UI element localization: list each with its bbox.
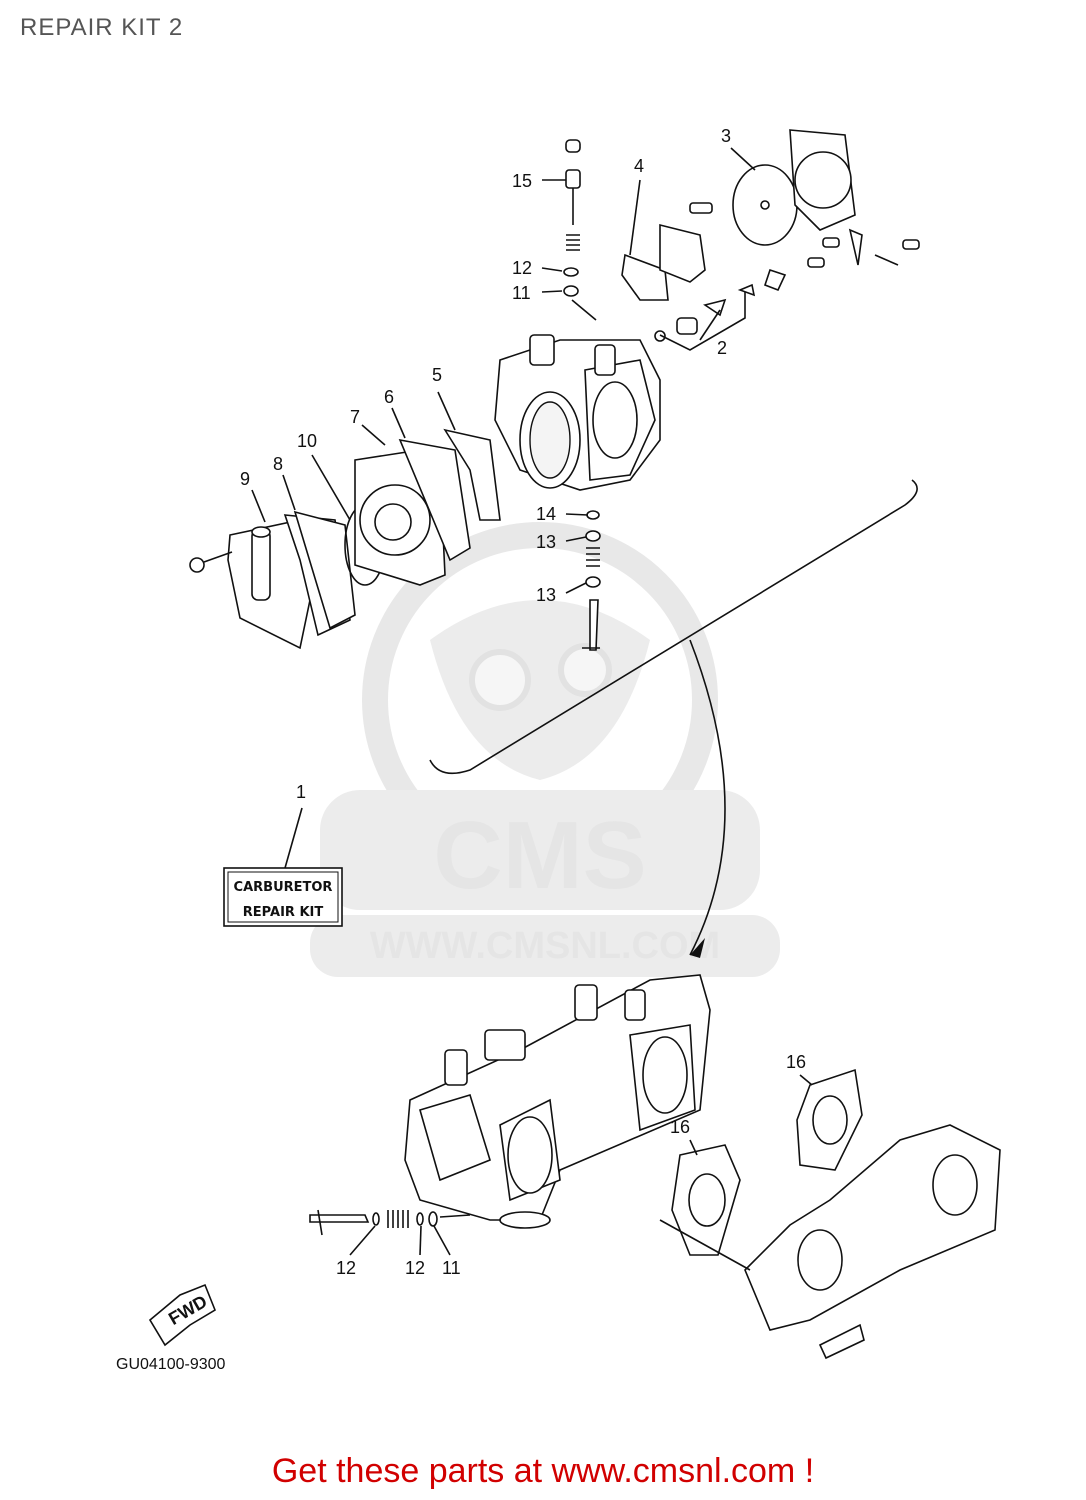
callout-12-lower-right: 12 bbox=[405, 1258, 425, 1278]
callout-10: 10 bbox=[297, 431, 317, 451]
carburetor-assembly bbox=[148, 974, 1001, 1360]
callout-11-lower: 11 bbox=[442, 1258, 461, 1278]
callout-13-lower: 13 bbox=[536, 585, 556, 605]
repair-kit-label: CARBURETOR REPAIR KIT bbox=[223, 867, 343, 927]
callout-13-upper: 13 bbox=[536, 532, 556, 552]
callout-16-right: 16 bbox=[786, 1052, 806, 1072]
callout-15: 15 bbox=[512, 171, 532, 191]
parts-diagram: CMS WWW.CMSNL.COM bbox=[148, 126, 1001, 1360]
footer-promo[interactable]: Get these parts at www.cmsnl.com ! bbox=[271, 1452, 815, 1490]
exploded-carburetor bbox=[189, 129, 920, 958]
callout-7: 7 bbox=[350, 407, 360, 427]
callout-9: 9 bbox=[240, 469, 250, 489]
callout-12-lower-left: 12 bbox=[336, 1258, 356, 1278]
diagram-code: GU04100-9300 bbox=[116, 1356, 226, 1373]
callout-11-top: 11 bbox=[512, 283, 531, 303]
callout-1: 1 bbox=[296, 782, 306, 802]
callout-14: 14 bbox=[536, 504, 556, 524]
callouts: 15 12 11 4 3 2 5 6 7 10 8 9 14 13 13 1 1… bbox=[165, 126, 806, 1329]
callout-8: 8 bbox=[273, 454, 283, 474]
callout-4: 4 bbox=[634, 156, 644, 176]
callout-2: 2 bbox=[717, 338, 727, 358]
callout-5: 5 bbox=[432, 365, 442, 385]
kit-label-line1: CARBURETOR bbox=[234, 880, 333, 895]
callout-16-left: 16 bbox=[670, 1117, 690, 1137]
callout-3: 3 bbox=[721, 126, 731, 146]
callout-12-top: 12 bbox=[512, 258, 532, 278]
callout-6: 6 bbox=[384, 387, 394, 407]
watermark-brand: CMS bbox=[433, 802, 646, 909]
page-title: REPAIR KIT 2 bbox=[20, 14, 184, 41]
watermark-url: WWW.CMSNL.COM bbox=[370, 925, 720, 967]
kit-label-line2: REPAIR KIT bbox=[243, 905, 324, 920]
leader-lines bbox=[251, 147, 813, 1256]
